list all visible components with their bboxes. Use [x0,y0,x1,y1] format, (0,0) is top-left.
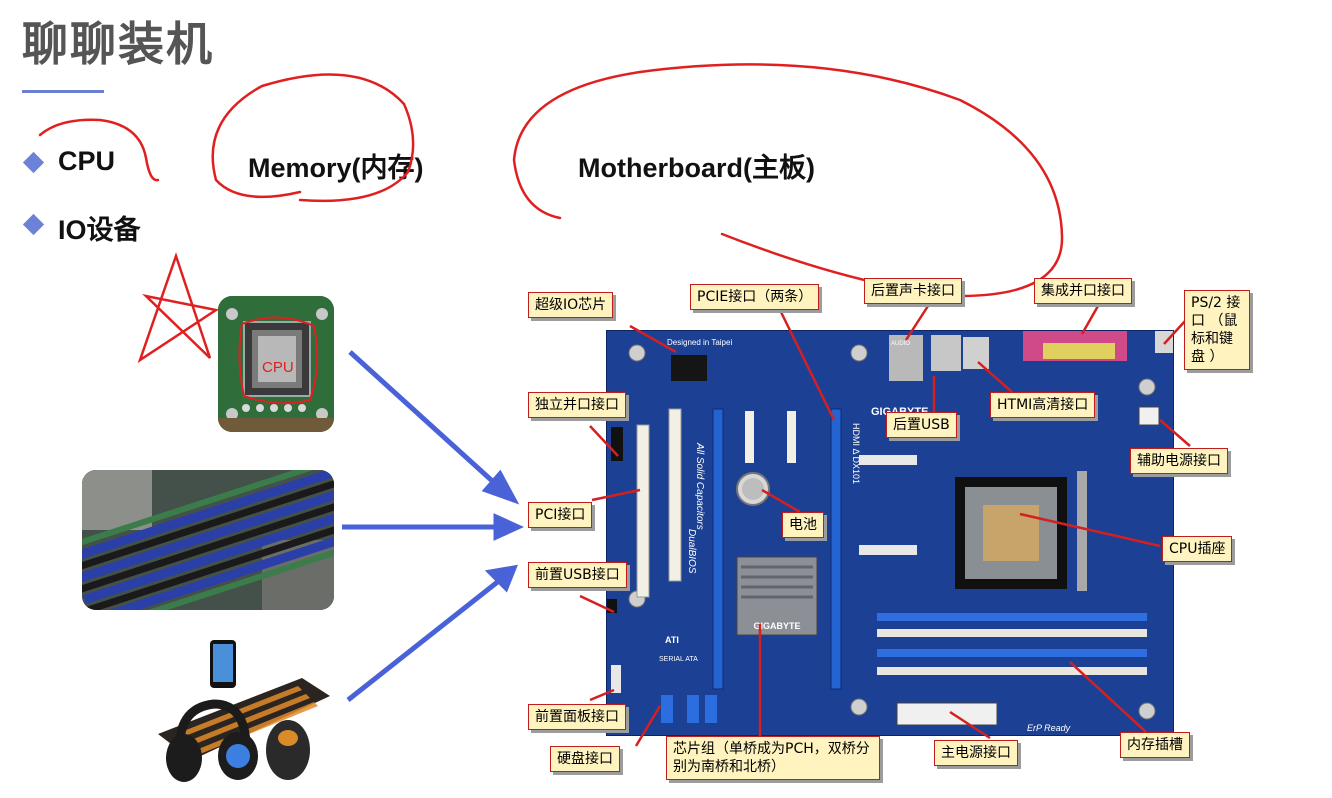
label-rear-audio: 后置声卡接口 [864,278,962,304]
label-indep-parallel: 独立并口接口 [528,392,626,418]
designed-in-text: Designed in Taipei [667,338,732,347]
label-hdmi: HTMI高清接口 [990,392,1096,418]
cpu-circle-annotation [38,118,160,182]
topic-cpu: CPU [58,146,116,176]
label-super-io: 超级IO芯片 [528,292,614,318]
label-aux-power: 辅助电源接口 [1130,448,1228,474]
model-text: HDMI Δ DX101 [851,423,861,484]
label-parallel: 集成并口接口 [1034,278,1132,304]
topic-motherboard: Motherboard(主板) [578,153,815,183]
label-chipset: 芯片组（单桥成为PCH，双桥分别为南桥和北桥） [666,736,880,780]
all-solid-capacitors-text: All Solid Capacitors [694,442,705,530]
topic-io: IO设备 [58,215,141,245]
label-pcie: PCIE接口（两条） [690,284,820,310]
slide-title: 聊聊装机 [22,17,214,71]
erp-ready-text: ErP Ready [1027,723,1071,733]
label-hdd: 硬盘接口 [550,746,620,772]
label-cpu-socket: CPU插座 [1162,536,1233,562]
memory-circle-annotation [211,73,415,203]
memory-slots-illustration [82,470,334,610]
label-battery: 电池 [782,512,824,538]
label-front-usb: 前置USB接口 [528,562,627,588]
label-pci: PCI接口 [528,502,593,528]
label-rear-usb: 后置USB [886,412,957,438]
label-main-power: 主电源接口 [934,740,1018,766]
memory-photo [82,470,334,610]
ati-text: ATI [665,635,679,645]
audio-text: AUDIO [891,341,910,347]
label-ps2: PS/2 接口 （鼠标和键盘 ） [1184,290,1250,370]
label-dimm: 内存插槽 [1120,732,1190,758]
cpu-socket-illustration: CPU [218,296,334,432]
chipset-brand-text: GIGABYTE [753,621,800,631]
star-annotation [137,252,220,364]
topic-memory: Memory(内存) [248,153,424,183]
serial-ata-text: SERIAL ATA [659,656,698,663]
title-underline [22,90,104,93]
motherboard-loop-annotation [512,63,1064,298]
io-devices-photo [152,638,332,786]
keyboard-mouse-headset-illustration [158,640,330,782]
cpu-photo-label: CPU [262,359,294,376]
cpu-photo: CPU [218,296,334,432]
dualbios-text: DualBIOS [686,529,697,574]
label-front-panel: 前置面板接口 [528,704,626,730]
